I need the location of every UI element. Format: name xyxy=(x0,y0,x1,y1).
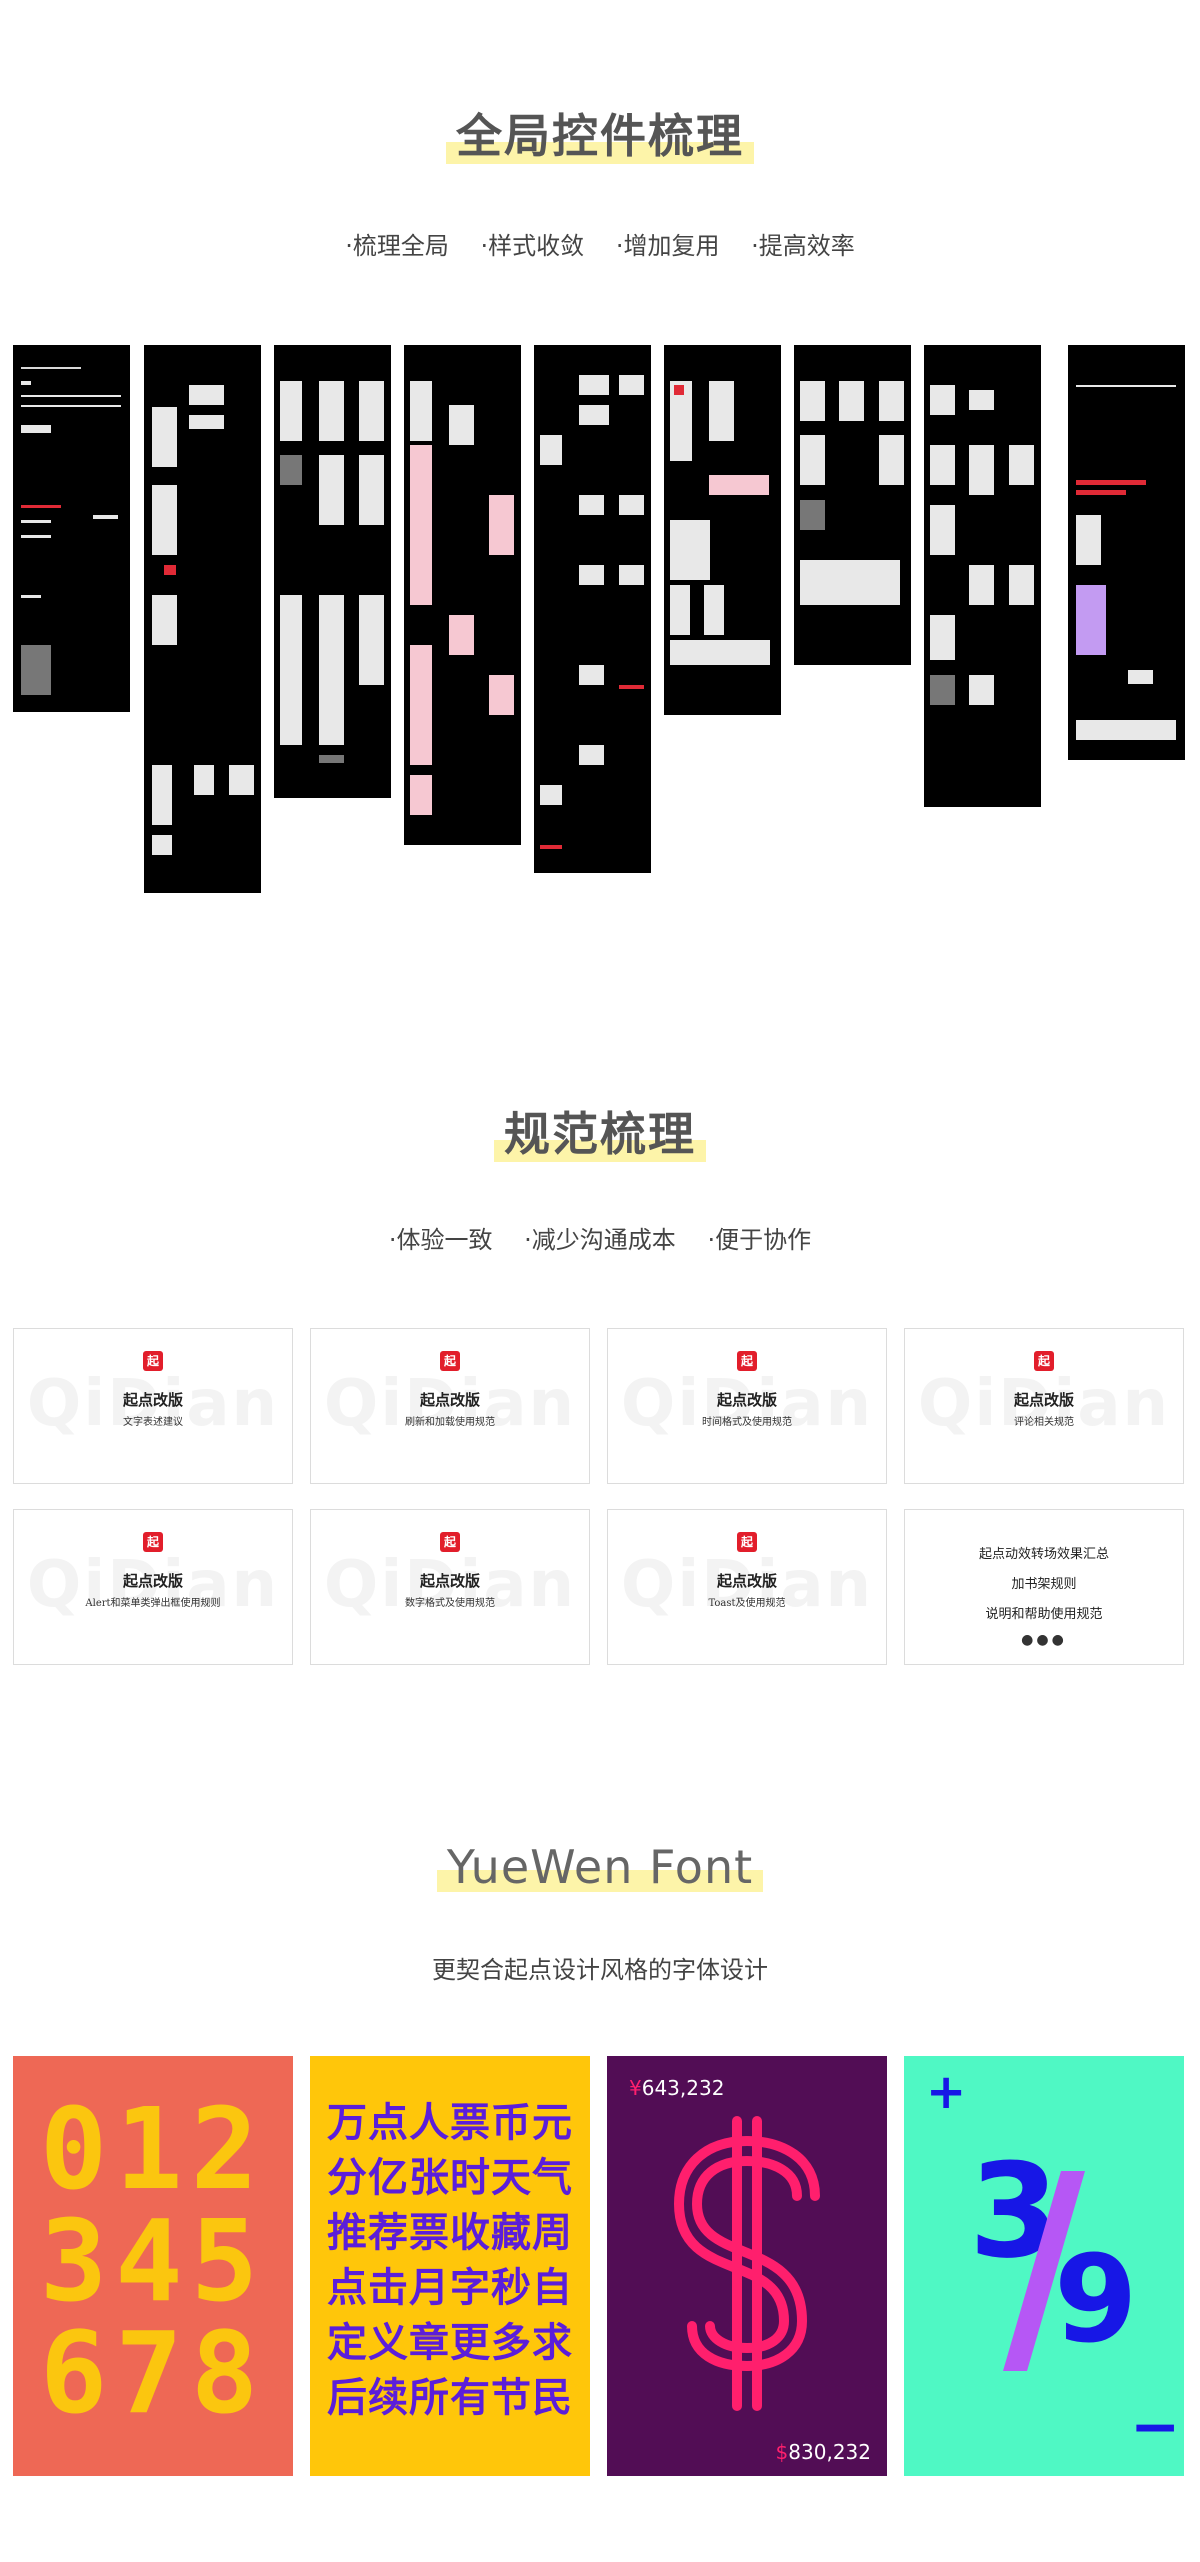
global-controls-tags: ·梳理全局 ·样式收敛 ·增加复用 ·提高效率 xyxy=(0,226,1200,261)
card-subtitle: Alert和菜单类弹出框使用规则 xyxy=(85,1598,221,1609)
spec-list-item: 起点动效转场效果汇总 xyxy=(978,1547,1109,1562)
title-text: 规范梳理 xyxy=(504,1107,696,1161)
card-brand: 起点改版 xyxy=(419,1572,480,1590)
spec-title: 规范梳理 xyxy=(0,1098,1200,1164)
character-glyphs: 万点人票币元 分亿张时天气 推荐票收藏周 点击月字秒自 定义章更多求 后续所有节… xyxy=(310,2096,590,2426)
tag: ·增加复用 xyxy=(615,232,720,260)
price-value: 830,232 xyxy=(788,2440,871,2464)
title-text: YueWen Font xyxy=(446,1840,754,1894)
watermark: QiDian xyxy=(323,1548,577,1622)
component-panel-8 xyxy=(924,345,1041,807)
qidian-logo-icon: 起 xyxy=(440,1532,460,1552)
char-row: 后续所有节民 xyxy=(327,2375,573,2421)
qidian-logo-icon: 起 xyxy=(143,1532,163,1552)
qidian-logo-icon: 起 xyxy=(737,1532,757,1552)
font-title: YueWen Font xyxy=(0,1840,1200,1894)
minus-icon: − xyxy=(1130,2392,1181,2462)
currency-symbol: ¥ xyxy=(629,2076,642,2100)
char-row: 点击月字秒自 xyxy=(327,2265,573,2311)
card-subtitle: 文字表述建议 xyxy=(123,1417,183,1428)
watermark: QiDian xyxy=(323,1367,577,1441)
denominator: 9 xyxy=(1054,2231,1138,2370)
char-row: 定义章更多求 xyxy=(327,2320,573,2366)
spec-list-item: 说明和帮助使用规范 xyxy=(985,1607,1103,1622)
char-row: 推荐票收藏周 xyxy=(327,2210,573,2256)
component-panel-9 xyxy=(1068,345,1185,760)
card-brand: 起点改版 xyxy=(419,1391,480,1409)
watermark: QiDian xyxy=(26,1548,280,1622)
watermark: QiDian xyxy=(620,1367,874,1441)
tag: ·便于协作 xyxy=(707,1226,812,1254)
more-dots-icon: ●●● xyxy=(1021,1632,1067,1648)
spec-list-item: 加书架规则 xyxy=(1011,1577,1077,1592)
tag: ·样式收敛 xyxy=(480,232,585,260)
tag: ·体验一致 xyxy=(388,1226,493,1254)
card-subtitle: 评论相关规范 xyxy=(1014,1417,1074,1428)
spec-tags: ·体验一致 ·减少沟通成本 ·便于协作 xyxy=(0,1220,1200,1255)
poster-characters: 万点人票币元 分亿张时天气 推荐票收藏周 点击月字秒自 定义章更多求 后续所有节… xyxy=(310,2056,590,2476)
tag: ·梳理全局 xyxy=(345,232,449,260)
dollar-sign-icon xyxy=(673,2116,820,2411)
char-row: 万点人票币元 xyxy=(327,2100,573,2146)
qidian-logo-icon: 起 xyxy=(440,1351,460,1371)
number-row: 012 xyxy=(39,2085,267,2215)
tag: ·提高效率 xyxy=(751,232,855,260)
tag: ·减少沟通成本 xyxy=(524,1226,676,1254)
component-panel-3 xyxy=(274,345,391,798)
qidian-logo-icon: 起 xyxy=(143,1351,163,1371)
currency-symbol: $ xyxy=(775,2440,789,2464)
card-subtitle: Toast及使用规范 xyxy=(708,1598,786,1609)
component-panel-6 xyxy=(664,345,781,715)
poster-numbers: 012 345 678 xyxy=(13,2056,293,2476)
component-panel-5 xyxy=(534,345,651,873)
card-brand: 起点改版 xyxy=(716,1391,777,1409)
card-brand: 起点改版 xyxy=(122,1391,183,1409)
font-subtitle: 更契合起点设计风格的字体设计 xyxy=(432,1956,768,1984)
char-row: 分亿张时天气 xyxy=(327,2155,573,2201)
price-value: 643,232 xyxy=(641,2076,725,2100)
spec-card[interactable]: QiDian 起 起点改版 文字表述建议 xyxy=(13,1328,293,1484)
spec-list: 起点动效转场效果汇总 加书架规则 说明和帮助使用规范 xyxy=(905,1540,1183,1630)
component-panel-2 xyxy=(144,345,261,893)
number-row: 678 xyxy=(39,2309,267,2439)
watermark: QiDian xyxy=(917,1367,1171,1441)
number-glyphs: 012 345 678 xyxy=(13,2094,293,2430)
card-brand: 起点改版 xyxy=(1013,1391,1074,1409)
card-subtitle: 数字格式及使用规范 xyxy=(405,1598,495,1609)
card-subtitle: 时间格式及使用规范 xyxy=(702,1417,792,1428)
card-subtitle: 刷新和加载使用规范 xyxy=(405,1417,495,1428)
spec-card[interactable]: QiDian 起 起点改版 刷新和加载使用规范 xyxy=(310,1328,590,1484)
bottom-price: $830,232 xyxy=(776,2440,871,2464)
spec-card[interactable]: QiDian 起 起点改版 评论相关规范 xyxy=(904,1328,1184,1484)
card-brand: 起点改版 xyxy=(716,1572,777,1590)
top-price: ¥643,232 xyxy=(629,2076,724,2100)
title-text: 全局控件梳理 xyxy=(456,109,744,163)
component-panel-1 xyxy=(13,345,130,712)
global-controls-title: 全局控件梳理 xyxy=(0,100,1200,166)
card-brand: 起点改版 xyxy=(122,1572,183,1590)
component-panel-4 xyxy=(404,345,521,845)
spec-card[interactable]: QiDian 起 起点改版 Alert和菜单类弹出框使用规则 xyxy=(13,1509,293,1665)
spec-card[interactable]: QiDian 起 起点改版 数字格式及使用规范 xyxy=(310,1509,590,1665)
number-row: 345 xyxy=(39,2197,267,2327)
fraction-slash-icon xyxy=(1003,2171,1085,2371)
qidian-logo-icon: 起 xyxy=(1034,1351,1054,1371)
poster-dollar: ¥643,232 $830,232 xyxy=(607,2056,887,2476)
poster-fraction: + 3 9 − xyxy=(904,2056,1184,2476)
spec-card[interactable]: QiDian 起 起点改版 时间格式及使用规范 xyxy=(607,1328,887,1484)
qidian-logo-icon: 起 xyxy=(737,1351,757,1371)
component-panel-7 xyxy=(794,345,911,665)
spec-card[interactable]: QiDian 起 起点改版 Toast及使用规范 xyxy=(607,1509,887,1665)
watermark: QiDian xyxy=(620,1548,874,1622)
spec-list-card[interactable]: 起点动效转场效果汇总 加书架规则 说明和帮助使用规范 ●●● xyxy=(904,1509,1184,1665)
watermark: QiDian xyxy=(26,1367,280,1441)
plus-icon: + xyxy=(926,2064,967,2120)
